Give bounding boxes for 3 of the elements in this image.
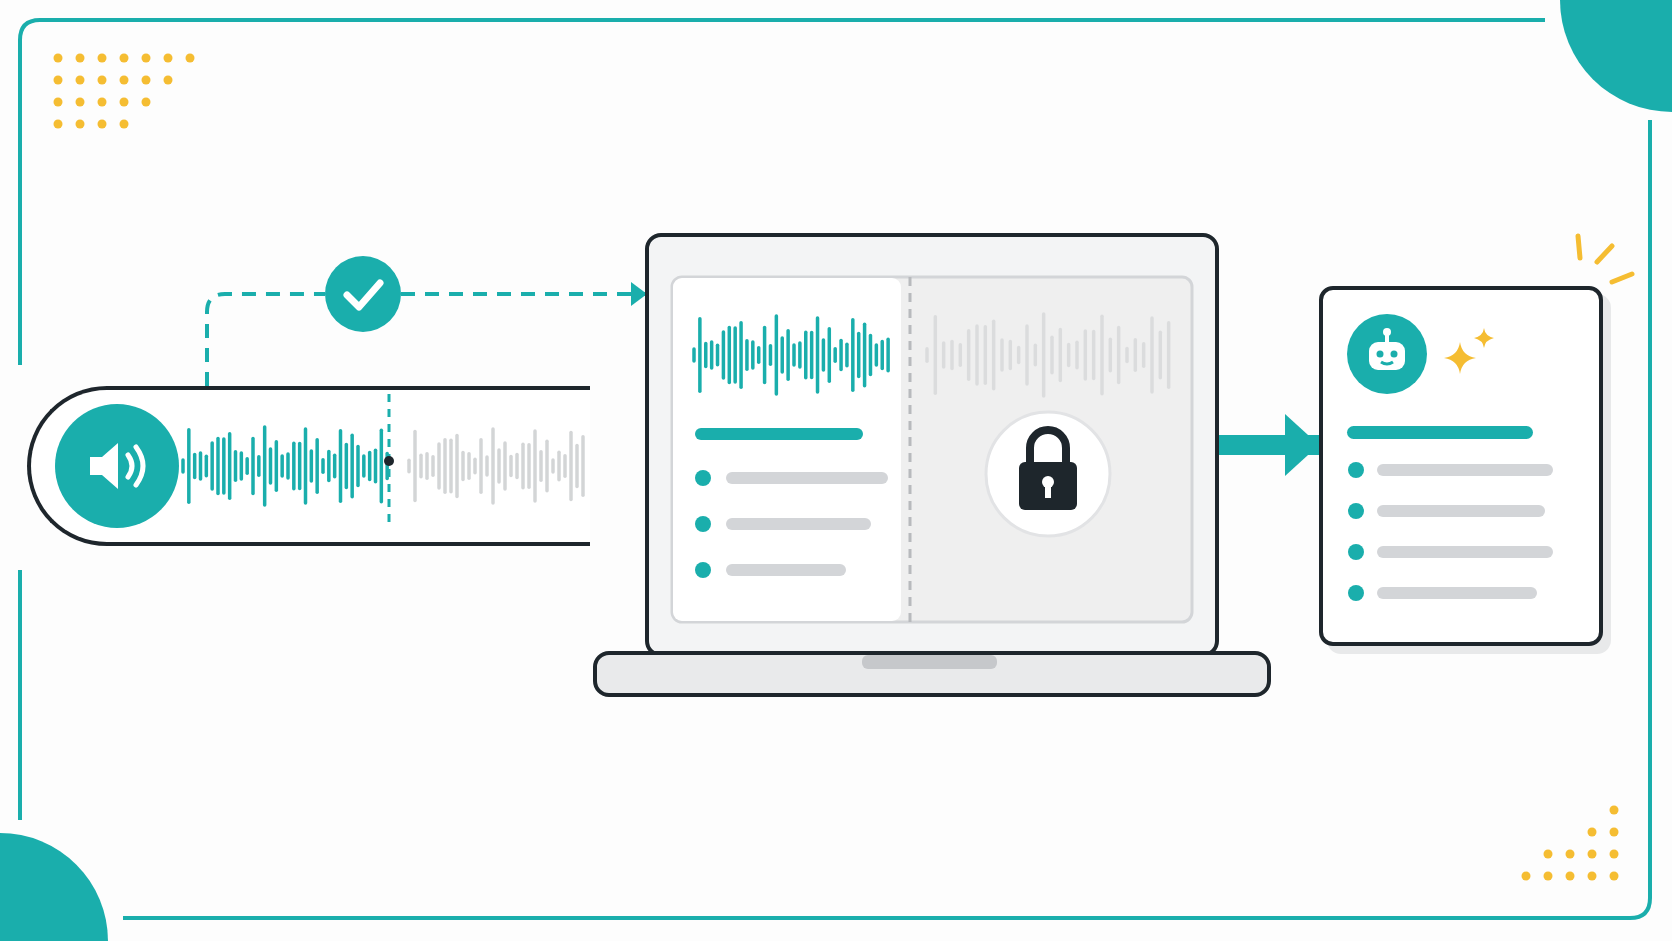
arrow bbox=[1217, 414, 1319, 476]
arrow bbox=[401, 282, 647, 306]
laptop-drawing bbox=[592, 232, 1272, 698]
